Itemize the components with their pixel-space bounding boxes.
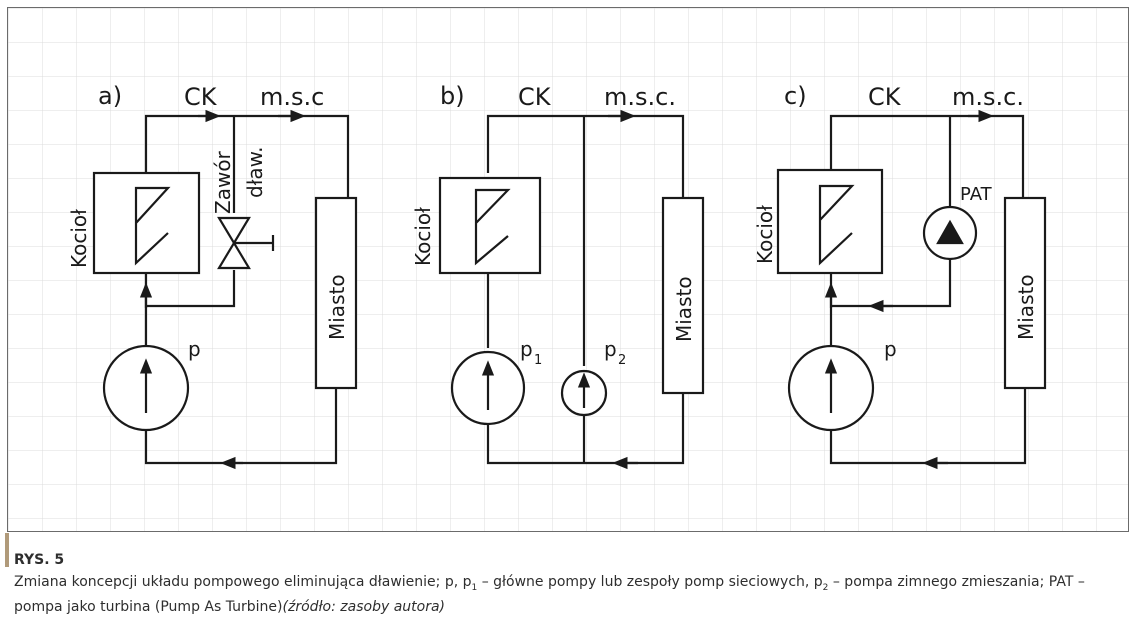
panel-b-pump2-sub: 2: [618, 353, 626, 368]
panel-a: [92, 109, 358, 470]
diagram-canvas: a) CK m.s.c b) CK m.s.c. c) CK m.s.c. Ko…: [8, 8, 1128, 531]
diagram-frame: a) CK m.s.c b) CK m.s.c. c) CK m.s.c. Ko…: [7, 7, 1129, 532]
panel-b-boiler-symbol: [474, 188, 511, 266]
panel-c-pat-label: PAT: [960, 184, 993, 205]
panel-b-pump1-label: p: [520, 337, 533, 361]
panel-b-letter: b): [440, 82, 465, 110]
caption-source: (źródło: zasoby autora): [282, 598, 445, 615]
caption-sub2: 2: [822, 582, 829, 593]
caption-part2: – główne pompy lub zespoły pomp sieciowy…: [477, 574, 823, 590]
panel-b-city: [661, 196, 705, 395]
panel-b-ck-label: CK: [518, 83, 552, 111]
panel-a-valve-icon: [217, 216, 251, 246]
caption-sub1: 1: [471, 582, 478, 593]
caption-accent-bar: [5, 533, 9, 567]
panel-a-msc-label: m.s.c: [260, 83, 324, 111]
caption-part3: – pompa zimnego zmieszania; PAT – pompa …: [14, 574, 1085, 615]
panel-b-pump2-label: p: [604, 337, 617, 361]
panel-c-supply-line: [829, 114, 1025, 198]
panel-c: [776, 109, 1047, 470]
panel-c-ck-label: CK: [868, 83, 902, 111]
panel-b-supply-line: [486, 114, 685, 198]
panel-b-pump1-sub: 1: [534, 353, 542, 368]
panel-a-boiler-label: Kocioł: [67, 209, 91, 268]
panel-a-bypass-bottom: [146, 270, 236, 308]
caption-text: Zmiana koncepcji układu pompowego elimin…: [14, 573, 1126, 617]
panel-b: [438, 109, 705, 470]
panel-b-boiler-label: Kocioł: [411, 207, 435, 266]
panel-c-msc-label: m.s.c.: [952, 83, 1024, 111]
panel-b-boiler: [438, 176, 542, 275]
panel-a-pump-label: p: [188, 337, 201, 361]
panel-a-boiler: [92, 171, 201, 275]
panel-a-ck-label: CK: [184, 83, 218, 111]
panel-b-msc-label: m.s.c.: [604, 83, 676, 111]
panel-a-supply-line: [144, 114, 350, 203]
panel-c-city: [1003, 196, 1047, 390]
panel-c-boiler-symbol: [818, 184, 855, 266]
panel-a-letter: a): [98, 82, 122, 110]
panel-b-return-line: [486, 393, 685, 465]
panel-c-letter: c): [784, 82, 807, 110]
caption-title: RYS. 5: [14, 552, 65, 568]
panel-a-valve-label-1: Zawór: [211, 150, 235, 214]
panel-b-city-label: Miasto: [672, 276, 696, 342]
panel-a-boiler-symbol: [134, 186, 171, 266]
panel-a-city: [314, 196, 358, 390]
panel-c-city-label: Miasto: [1014, 274, 1038, 340]
caption-part1: Zmiana koncepcji układu pompowego elimin…: [14, 574, 472, 590]
panel-c-pump-label: p: [884, 337, 897, 361]
panel-c-boiler-label: Kocioł: [753, 205, 777, 264]
panel-c-boiler: [776, 168, 884, 275]
panel-a-city-label: Miasto: [325, 274, 349, 340]
panel-a-valve-label-2: dław.: [243, 146, 267, 198]
